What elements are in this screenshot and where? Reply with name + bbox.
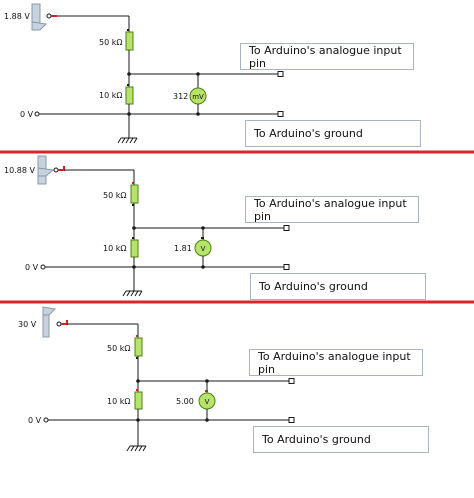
ground-terminal [43,417,49,423]
source-terminal [56,321,62,327]
junction-dot [132,226,136,230]
resistor-10k[interactable] [134,391,143,410]
junction-dot [132,265,136,269]
junction-dot [196,112,200,116]
voltage-slider-handle[interactable] [42,314,50,338]
resistor-10k-label: 10 kΩ [107,397,130,406]
junction-dot [127,72,131,76]
source-terminal [46,13,52,19]
circuit-panel-2: 10.88 V 50 kΩ 10 kΩ V 1.81 0 V [4,155,290,297]
junction-dot [127,112,131,116]
source-terminal [53,167,59,173]
resistor-10k[interactable] [130,239,139,258]
analogue-input-label: To Arduino's analogue input pin [249,349,423,376]
ground-terminal [34,111,40,117]
resistor-50k-label: 50 kΩ [103,191,126,200]
ground-symbol [126,445,147,452]
voltmeter-unit: V [205,398,210,406]
resistor-10k-label: 10 kΩ [99,91,122,100]
voltmeter-unit: V [201,245,206,253]
ground-label: To Arduino's ground [245,120,421,147]
resistor-50k[interactable] [125,31,134,51]
ground-output-terminal[interactable] [277,111,284,117]
ground-output-terminal[interactable] [283,264,290,270]
source-voltage-label: 10.88 V [4,166,35,175]
analogue-input-label: To Arduino's analogue input pin [240,43,414,70]
voltage-slider-pointer[interactable] [42,306,57,316]
resistor-50k[interactable] [130,184,139,204]
voltage-slider-pointer[interactable] [31,21,48,31]
junction-dot [201,265,205,269]
ground-voltage-label: 0 V [20,110,34,119]
source-voltage-label: 1.88 V [4,12,30,21]
resistor-50k-label: 50 kΩ [99,38,122,47]
voltage-slider-pointer[interactable] [37,167,55,177]
voltmeter-unit: mV [192,93,204,101]
source-voltage-label: 30 V [18,320,37,329]
analogue-input-terminal[interactable] [288,378,295,384]
voltmeter-reading: 1.81 [174,244,192,253]
ground-label: To Arduino's ground [253,426,429,453]
ground-terminal [40,264,46,270]
resistor-50k[interactable] [134,337,143,357]
junction-dot [136,418,140,422]
ground-label: To Arduino's ground [250,273,426,300]
ground-voltage-label: 0 V [28,416,42,425]
junction-dot [136,379,140,383]
ground-output-terminal[interactable] [288,417,295,423]
analogue-input-terminal[interactable] [277,71,284,77]
resistor-10k[interactable] [125,86,134,105]
voltmeter-reading: 312 [173,92,188,101]
analogue-input-terminal[interactable] [283,225,290,231]
circuit-panel-3: 30 V 50 kΩ 10 kΩ V 5.00 0 V [18,306,295,452]
circuit-panel-1: 1.88 V 50 kΩ 10 kΩ mV 312 0 V [4,3,284,144]
ground-symbol [122,290,143,297]
resistor-10k-label: 10 kΩ [103,244,126,253]
analogue-input-label: To Arduino's analogue input pin [245,196,419,223]
junction-dot [205,418,209,422]
ground-symbol [117,137,138,144]
resistor-50k-label: 50 kΩ [107,344,130,353]
ground-voltage-label: 0 V [25,263,39,272]
voltmeter-reading: 5.00 [176,397,194,406]
